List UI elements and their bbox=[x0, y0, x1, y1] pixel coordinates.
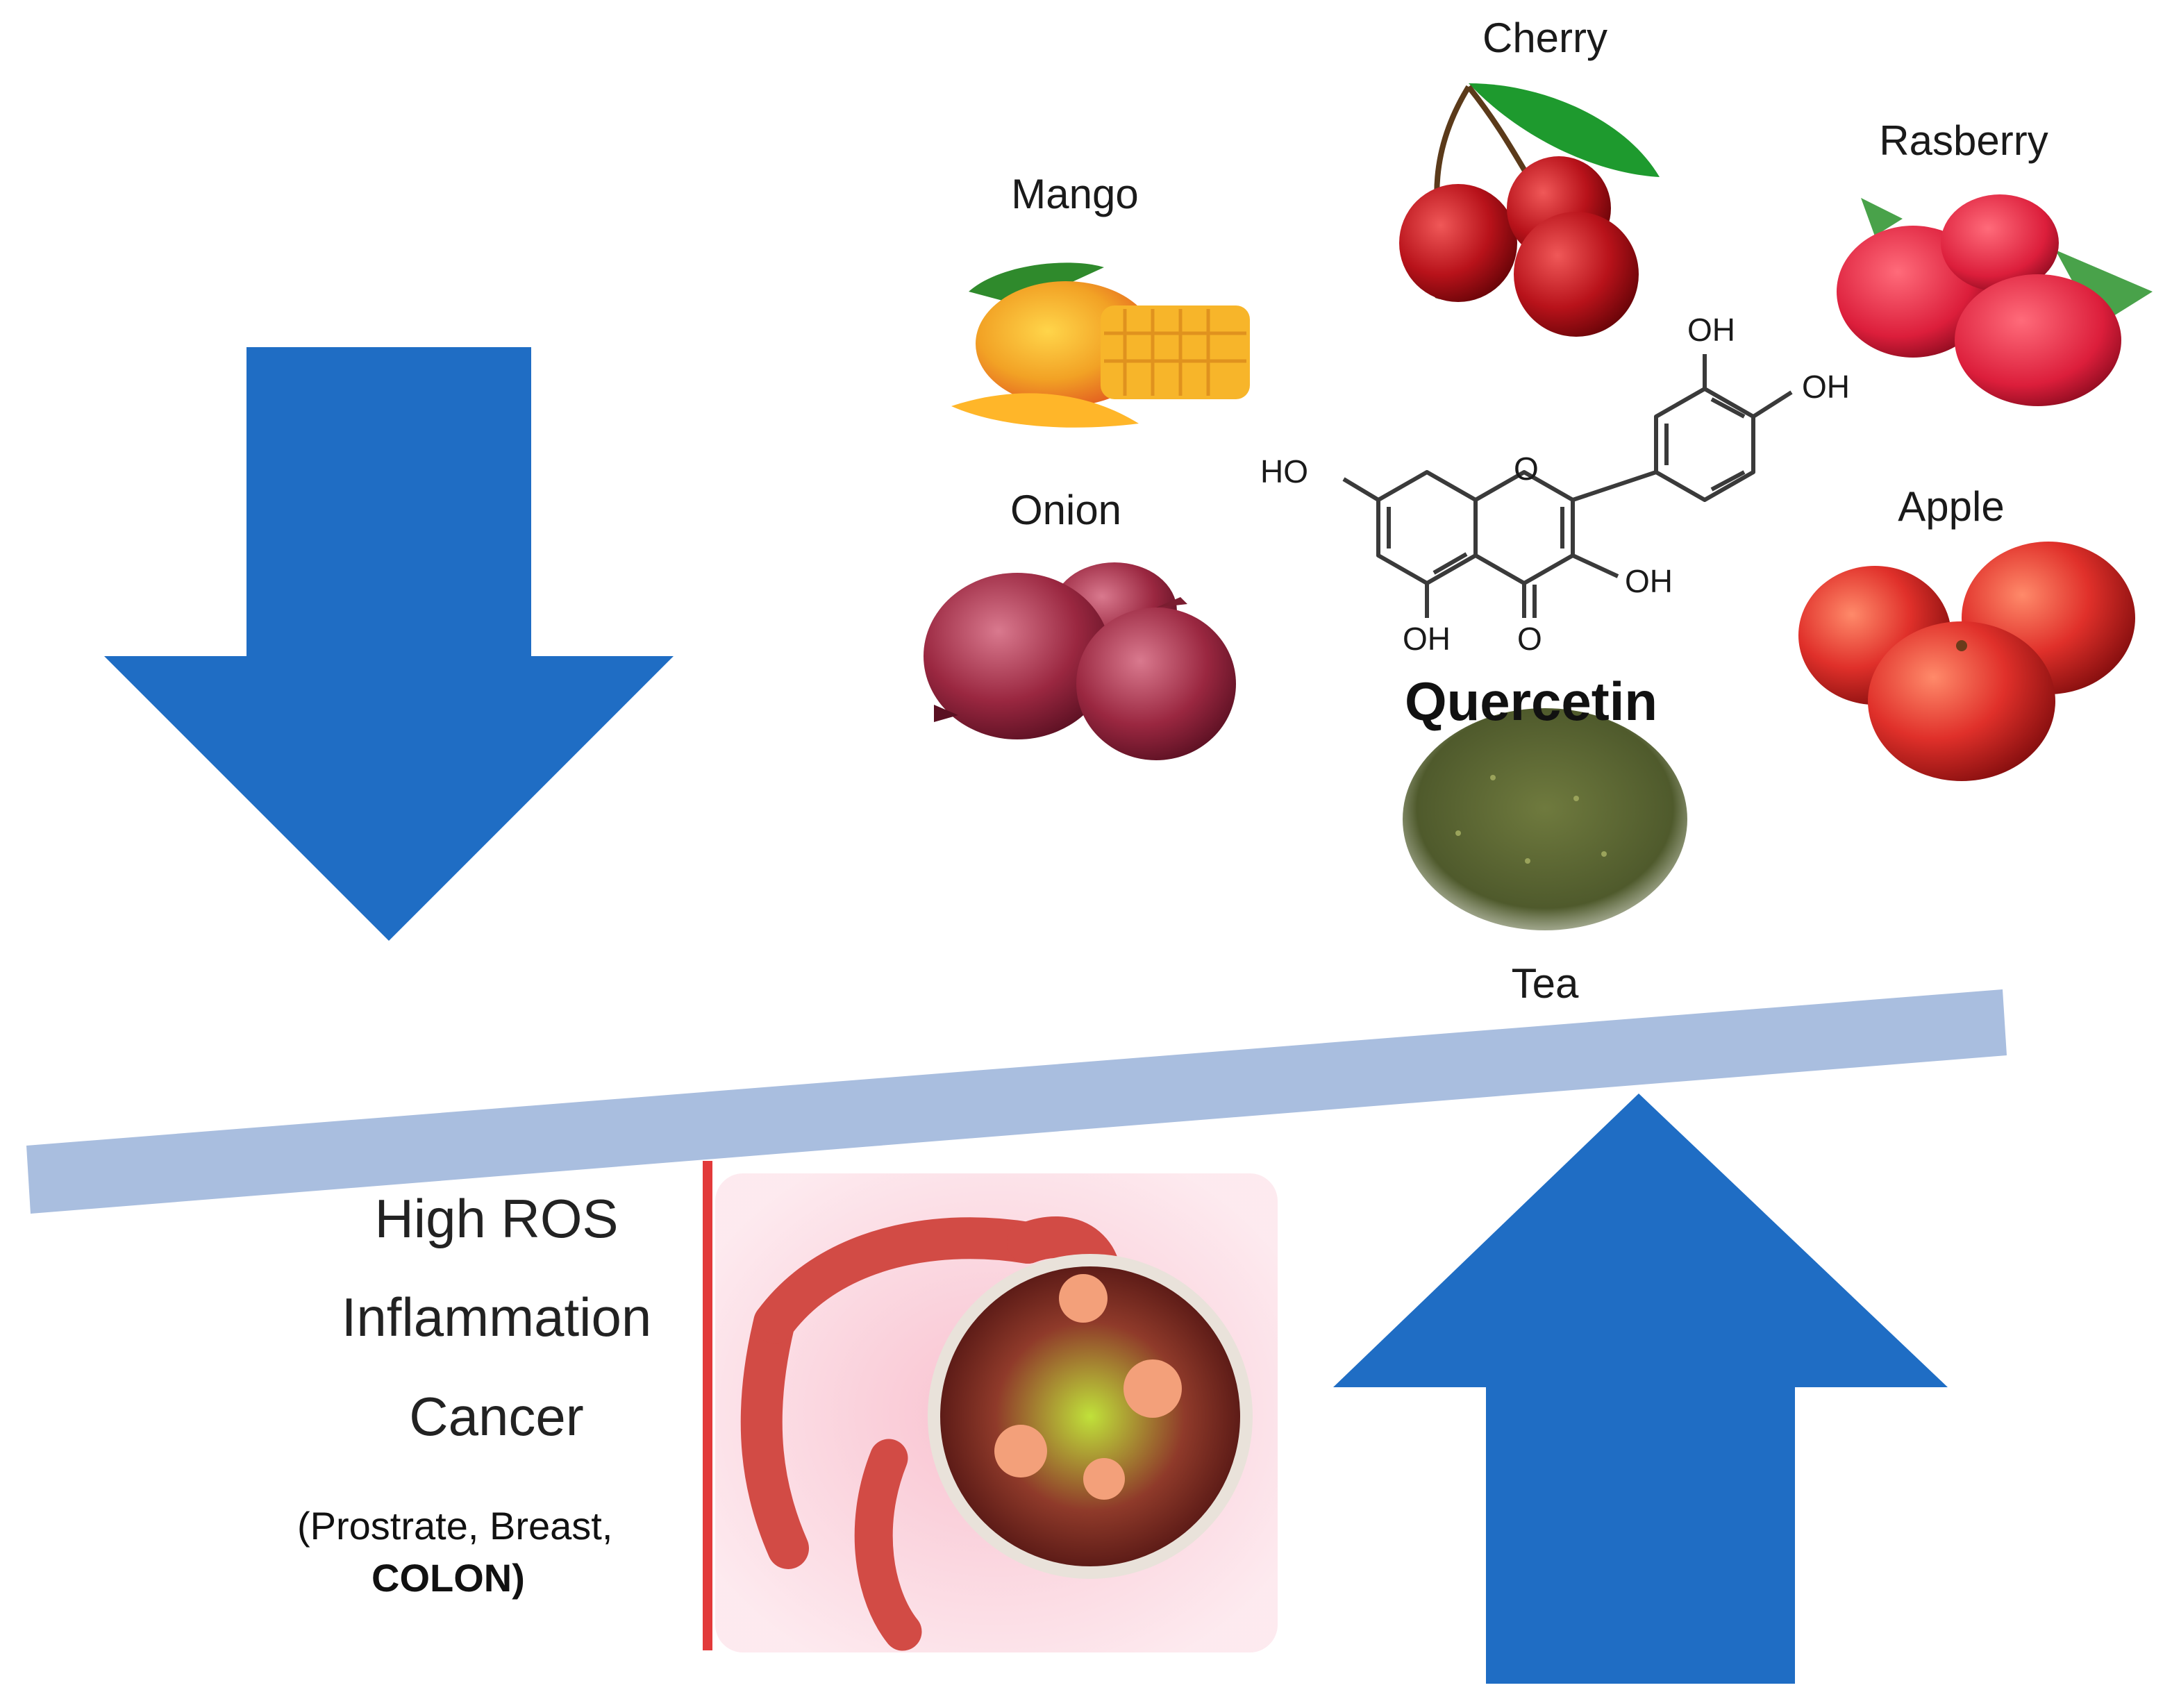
chem-ho-left: HO bbox=[1260, 453, 1308, 489]
chem-o-keto: O bbox=[1517, 621, 1542, 657]
onion-image bbox=[924, 562, 1236, 760]
chem-oh-mid: OH bbox=[1625, 563, 1673, 599]
chem-o-ring: O bbox=[1514, 451, 1539, 487]
colon-illustration bbox=[715, 1173, 1278, 1652]
mango-image bbox=[951, 262, 1250, 428]
label-cherry: Cherry bbox=[1482, 15, 1608, 61]
cancer-types-colon: COLON) bbox=[371, 1556, 525, 1600]
divider-line bbox=[703, 1161, 712, 1650]
label-tea: Tea bbox=[1511, 960, 1579, 1007]
cancer-types-note: (Prostrate, Breast, bbox=[297, 1504, 613, 1548]
label-rasberry: Rasberry bbox=[1879, 117, 2048, 164]
effect-inflammation: Inflammation bbox=[341, 1287, 652, 1348]
label-mango: Mango bbox=[1011, 171, 1139, 217]
effect-high-ros: High ROS bbox=[374, 1188, 619, 1249]
label-apple: Apple bbox=[1898, 483, 2005, 530]
quercetin-structure bbox=[1342, 354, 1793, 618]
chem-oh-bottom: OH bbox=[1403, 621, 1451, 657]
tea-image bbox=[1403, 708, 1687, 930]
apple-image bbox=[1798, 542, 2135, 781]
label-onion: Onion bbox=[1010, 487, 1122, 533]
cherry-image bbox=[1399, 83, 1660, 337]
rasberry-image bbox=[1837, 194, 2153, 406]
molecule-name: Quercetin bbox=[1404, 671, 1658, 732]
down-arrow bbox=[104, 347, 674, 941]
up-arrow bbox=[1333, 1094, 1948, 1684]
chem-oh-top: OH bbox=[1687, 312, 1735, 348]
effect-cancer: Cancer bbox=[409, 1386, 584, 1447]
chem-oh-right: OH bbox=[1802, 369, 1850, 405]
balance-beam bbox=[26, 989, 2007, 1214]
